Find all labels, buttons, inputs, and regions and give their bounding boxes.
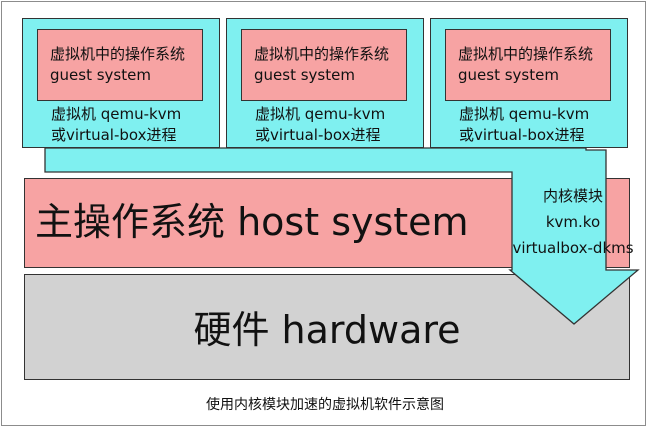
vm-process-label-3: 虚拟机 qemu-kvm 或virtual-box进程 (459, 104, 629, 146)
vm-label-line2: 或virtual-box进程 (51, 126, 177, 144)
vm-box-2: 虚拟机中的操作系统 guest system 虚拟机 qemu-kvm 或vir… (226, 18, 424, 148)
vm-label-line1: 虚拟机 qemu-kvm (51, 105, 182, 123)
vm-label-line2: 或virtual-box进程 (255, 126, 381, 144)
kernel-module-kvm: kvm.ko (545, 213, 601, 231)
kernel-module-title: 内核模块 (542, 187, 603, 205)
vm-process-label-1: 虚拟机 qemu-kvm 或virtual-box进程 (51, 104, 221, 146)
guest-system-box-3: 虚拟机中的操作系统 guest system (445, 29, 611, 101)
kernel-arrow-shape (44, 147, 640, 325)
diagram-caption: 使用内核模块加速的虚拟机软件示意图 (206, 397, 444, 413)
guest-label-cn: 虚拟机中的操作系统 (458, 45, 594, 63)
hardware-layer: 硬件 hardware (24, 274, 630, 380)
vm-box-1: 虚拟机中的操作系统 guest system 虚拟机 qemu-kvm 或vir… (22, 18, 220, 148)
vm-label-line2: 或virtual-box进程 (459, 126, 585, 144)
guest-system-box-1: 虚拟机中的操作系统 guest system (37, 29, 203, 101)
vm-process-label-2: 虚拟机 qemu-kvm 或virtual-box进程 (255, 104, 425, 146)
vm-label-line1: 虚拟机 qemu-kvm (255, 105, 386, 123)
kernel-module-label: 内核模块 kvm.ko virtualbox-dkms (508, 183, 638, 261)
vm-box-3: 虚拟机中的操作系统 guest system 虚拟机 qemu-kvm 或vir… (430, 18, 628, 148)
guest-label-cn: 虚拟机中的操作系统 (254, 45, 390, 63)
guest-label-en: guest system (254, 66, 355, 84)
vm-label-line1: 虚拟机 qemu-kvm (459, 105, 590, 123)
hardware-title: 硬件 hardware (193, 308, 461, 352)
guest-label-en: guest system (458, 66, 559, 84)
host-system-title: 主操作系统 host system (35, 200, 469, 244)
kernel-module-vbox: virtualbox-dkms (512, 239, 634, 257)
guest-label-en: guest system (50, 66, 151, 84)
guest-system-box-2: 虚拟机中的操作系统 guest system (241, 29, 407, 101)
guest-label-cn: 虚拟机中的操作系统 (50, 45, 186, 63)
